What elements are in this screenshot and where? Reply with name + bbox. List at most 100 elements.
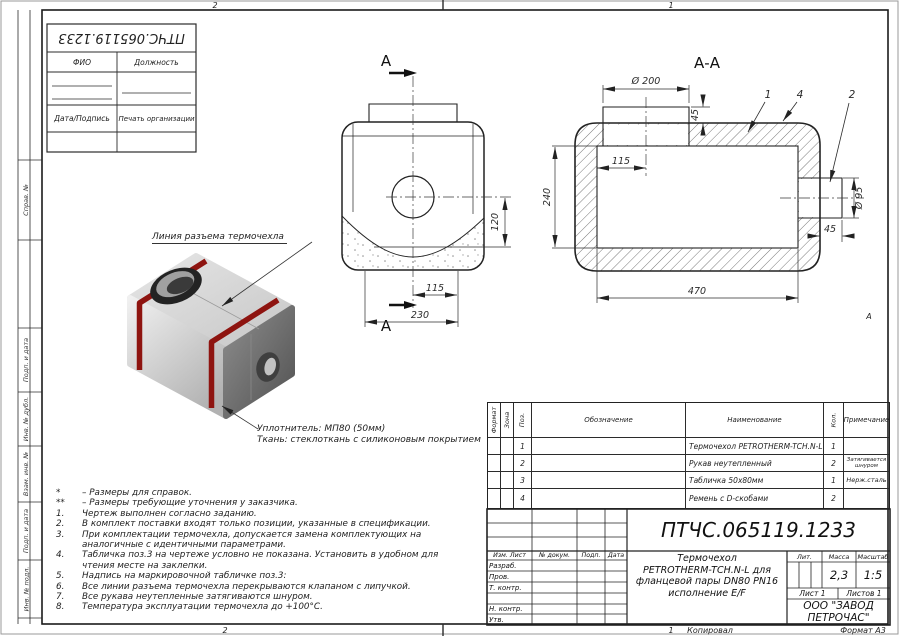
titleblock-doc-number: ПТЧС.065119.1233 bbox=[661, 518, 856, 542]
titleblock-scale-value: 1:5 bbox=[863, 568, 883, 582]
note-row: 1.Чертеж выполнен согласно заданию. bbox=[56, 509, 458, 519]
zone-bottom-left: 2 bbox=[222, 626, 228, 635]
footer-copy-label: Копировал bbox=[687, 626, 733, 635]
stamp-doc-number-mirrored: ПТЧС.065119.1233 bbox=[58, 30, 185, 46]
note-row: **– Размеры требующие уточнения у заказч… bbox=[56, 498, 458, 508]
spec-note bbox=[844, 489, 889, 508]
spec-note: Нерж.сталь bbox=[844, 472, 889, 489]
titleblock-col-date: Дата bbox=[607, 552, 625, 559]
iso-leaders bbox=[221, 241, 313, 430]
spec-cell bbox=[501, 455, 514, 472]
titleblock-col-doc: № докум. bbox=[538, 552, 571, 559]
note-row: 7. Все рукава неутепленные затягиваются ш… bbox=[56, 592, 458, 602]
technical-notes: * – Размеры для справок. **– Размеры треб… bbox=[56, 488, 458, 613]
spec-header-qty: Кол. bbox=[824, 403, 844, 438]
dim-45-right: 45 bbox=[824, 224, 836, 235]
note-row: 4.Табличка поз.3 на чертеже условно не п… bbox=[56, 550, 458, 571]
margin-label-text: Подп. и дата bbox=[22, 337, 30, 383]
spec-cell bbox=[488, 455, 501, 472]
material-note-line1: Уплотнитель: МП80 (50мм) bbox=[257, 424, 386, 434]
note-row: 2.В комплект поставки входят только пози… bbox=[56, 519, 458, 529]
section-view-dimensions: А-А Ø 200 45 115 240 470 Ø 95 45 bbox=[542, 54, 865, 303]
spec-qty: 2 bbox=[824, 489, 844, 508]
titleblock-mass-label: Масса bbox=[828, 552, 850, 561]
spec-note bbox=[844, 438, 889, 455]
note-text: – Размеры для справок. bbox=[82, 488, 192, 498]
titleblock-mass-value: 2,3 bbox=[829, 568, 849, 582]
note-row: 5.Надпись на маркировочной табличке поз.… bbox=[56, 571, 458, 581]
titleblock-row-razrab: Разраб. bbox=[489, 561, 517, 570]
titleblock-row-tkontr: Т. контр. bbox=[489, 583, 522, 592]
dim-115-front: 115 bbox=[426, 283, 444, 294]
spec-cell bbox=[501, 438, 514, 455]
note-row: 8.Температура эксплуатации термочехла до… bbox=[56, 602, 458, 612]
dim-d95: Ø 95 bbox=[854, 187, 865, 211]
titleblock-title: Термочехол PETROTHERM-TCH.N-L для фланце… bbox=[627, 553, 787, 615]
margin-label-inv-podl: Инв. № подл. bbox=[18, 560, 42, 618]
spec-designation bbox=[532, 438, 686, 455]
spec-header-format: Формат bbox=[488, 403, 501, 438]
side-hole bbox=[256, 352, 280, 382]
company-line: ПЕТРОЧАС" bbox=[807, 612, 870, 624]
margin-label-podp2: Подп. и дата bbox=[18, 502, 42, 560]
front-view-centerlines bbox=[386, 76, 512, 308]
note-number: * bbox=[56, 488, 61, 498]
spec-name: Табличка 50х80мм bbox=[686, 472, 824, 489]
dim-120: 120 bbox=[490, 213, 501, 231]
spec-qty: 1 bbox=[824, 438, 844, 455]
spec-name: Термочехол PETROTHERM-TCH.N-L bbox=[686, 438, 824, 455]
zone-top-right: 1 bbox=[668, 0, 674, 10]
zone-bottom-right: 1 bbox=[668, 626, 674, 635]
dim-240: 240 bbox=[542, 188, 553, 206]
collar-opening bbox=[150, 267, 202, 305]
margin-label-vzam: Взам. инв. № bbox=[18, 446, 42, 502]
note-text: Все рукава неутепленные затягиваются шну… bbox=[82, 592, 313, 603]
dim-115-section: 115 bbox=[612, 156, 630, 167]
spec-header-name: Наименование bbox=[686, 403, 824, 438]
stamp-table-grid bbox=[46, 23, 197, 153]
section-title: А-А bbox=[694, 54, 721, 72]
note-number: 8. bbox=[56, 602, 65, 613]
note-text: При комплектации термочехла, допускается… bbox=[82, 529, 422, 551]
dim-230: 230 bbox=[411, 310, 429, 321]
titleblock-sheet: Лист 1 bbox=[799, 589, 826, 598]
titleblock-sheets: Листов 1 bbox=[846, 589, 882, 598]
titleblock-company: ООО "ЗАВОД ПЕТРОЧАС" bbox=[787, 599, 890, 625]
note-text: Чертеж выполнен согласно заданию. bbox=[82, 508, 257, 519]
note-number: 7. bbox=[56, 592, 65, 603]
spec-header-pos: Поз. bbox=[514, 403, 532, 438]
note-number: 5. bbox=[56, 571, 65, 582]
note-number: 6. bbox=[56, 581, 65, 592]
margin-label-text: Справ. № bbox=[22, 184, 30, 216]
spec-designation bbox=[532, 489, 686, 508]
titleblock-row-utv: Утв. bbox=[489, 615, 504, 624]
spec-name: Ремень с D-скобами bbox=[686, 489, 824, 508]
titleblock-scale-label: Масштаб bbox=[857, 552, 889, 561]
margin-label-text: Инв. № дубл. bbox=[22, 396, 31, 442]
spec-header-zone: Зона bbox=[501, 403, 514, 438]
margin-label-inv-dubl: Инв. № дубл. bbox=[18, 392, 42, 446]
title-line: PETROTHERM-TCH.N-L для bbox=[643, 564, 771, 576]
spec-note: Затягивается шнуром bbox=[844, 455, 889, 472]
titleblock-col-sign: Подп. bbox=[581, 552, 601, 559]
section-view bbox=[574, 97, 864, 272]
spec-cell bbox=[488, 438, 501, 455]
spec-pos: 3 bbox=[514, 472, 532, 489]
margin-label-sprav: Справ. № bbox=[18, 160, 42, 240]
titleblock-row-nkontr: Н. контр. bbox=[489, 605, 523, 613]
material-note-line2: Ткань: стеклоткань с силиконовым покрыти… bbox=[257, 435, 481, 445]
title-line: Термочехол bbox=[677, 553, 737, 564]
titleblock-col-izm: Изм. Лист bbox=[493, 552, 526, 559]
spec-designation bbox=[532, 472, 686, 489]
zone-right-marker: А bbox=[866, 311, 872, 321]
spec-pos: 1 bbox=[514, 438, 532, 455]
note-row: 3. При комплектации термочехла, допускает… bbox=[56, 530, 458, 551]
note-text: Табличка поз.3 на чертеже условно не пок… bbox=[82, 550, 439, 571]
left-margin-grid bbox=[18, 159, 42, 619]
company-line: ООО "ЗАВОД bbox=[803, 600, 874, 612]
parting-line-annotation: Линия разъема термочехла bbox=[152, 232, 287, 244]
title-line: фланцевой пары DN80 PN16 bbox=[635, 576, 779, 587]
note-number: 3. bbox=[56, 529, 65, 540]
section-view-callouts: 1 4 2 bbox=[747, 89, 856, 183]
spec-qty: 2 bbox=[824, 455, 844, 472]
